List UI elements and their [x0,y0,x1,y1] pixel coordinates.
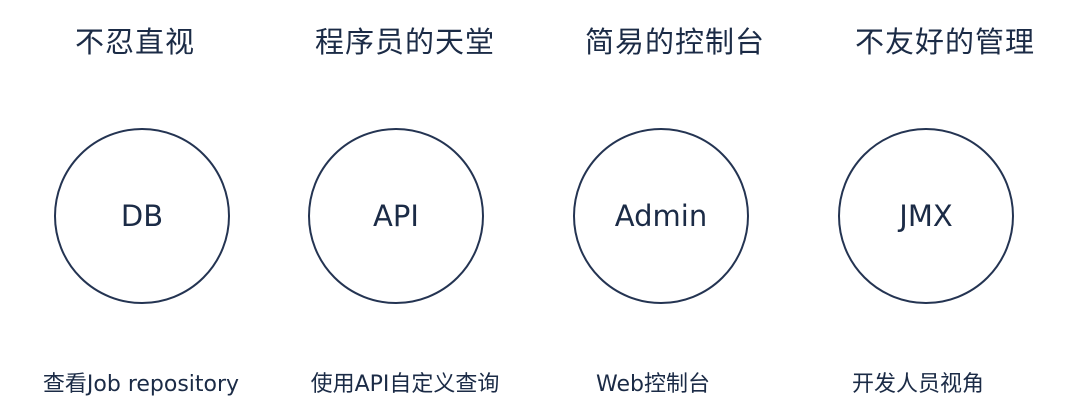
circle-node-jmx: JMX [838,128,1014,304]
column-caption: 使用API自定义查询 [310,372,500,397]
column-heading: 不忍直视 [74,25,195,59]
column-caption: 查看Job repository [42,372,240,397]
circle-node-db: DB [54,128,230,304]
circle-label: DB [120,199,164,233]
column-api: 程序员的天堂 API 使用API自定义查询 [270,0,540,414]
column-admin: 简易的控制台 Admin Web控制台 [540,0,810,414]
circle-node-admin: Admin [573,128,749,304]
circle-label: JMX [899,199,953,233]
column-caption: Web控制台 [596,372,710,397]
column-heading: 不友好的管理 [854,25,1035,59]
column-heading: 简易的控制台 [584,25,765,59]
column-db: 不忍直视 DB 查看Job repository [0,0,270,414]
circle-label: Admin [614,199,708,233]
column-jmx: 不友好的管理 JMX 开发人员视角 [810,0,1080,414]
column-caption: 开发人员视角 [851,372,984,397]
column-heading: 程序员的天堂 [314,25,495,59]
circle-label: API [373,199,419,233]
circle-node-api: API [308,128,484,304]
